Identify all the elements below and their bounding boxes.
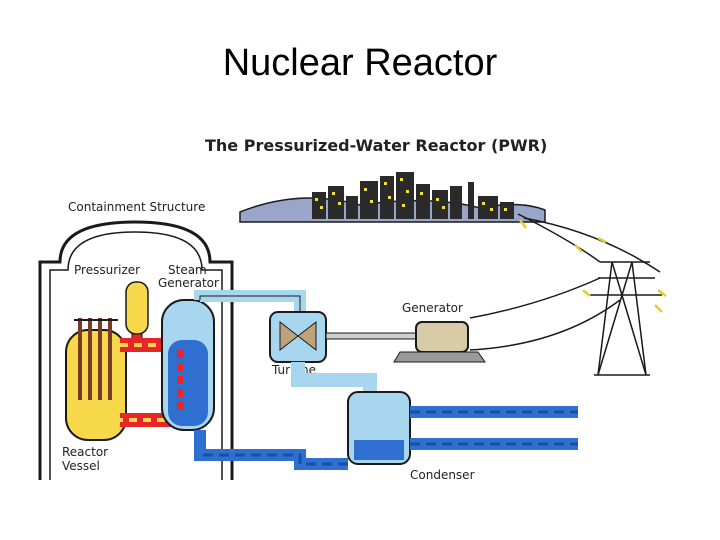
generator	[415, 321, 469, 353]
reactor-vessel-label-line2: Vessel	[62, 459, 100, 473]
reactor-vessel	[65, 329, 127, 441]
diagram-heading: The Pressurized-Water Reactor (PWR)	[205, 136, 547, 155]
pressurizer-label: Pressurizer	[74, 263, 140, 277]
lightning-sparks	[519, 219, 667, 313]
control-rods	[78, 318, 112, 400]
generator-label: Generator	[402, 301, 463, 315]
city-skyline	[239, 172, 546, 223]
reactor-vessel-label-line1: Reactor	[62, 445, 108, 459]
turbine	[269, 311, 327, 363]
containment-structure	[38, 220, 234, 480]
steam-generator-label-line2: Generator	[158, 276, 219, 290]
steam-generator-label-line1: Steam	[168, 263, 207, 277]
pressurizer	[125, 281, 149, 335]
transmission-tower	[469, 213, 662, 376]
slide-title: Nuclear Reactor	[222, 42, 498, 84]
containment-label: Containment Structure	[68, 200, 205, 214]
condenser-label: Condenser	[410, 468, 475, 482]
